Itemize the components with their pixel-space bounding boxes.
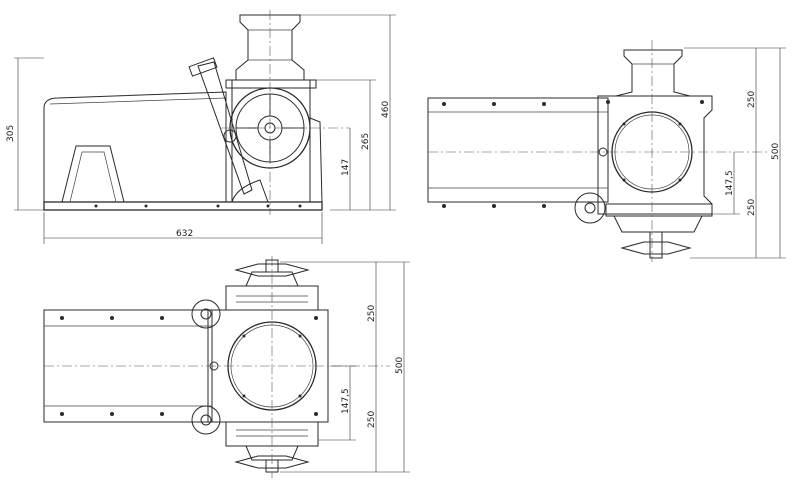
cross-handle-top bbox=[620, 241, 692, 255]
dim-width-632: 632 bbox=[176, 229, 193, 239]
dim-top-147-5: 147,5 bbox=[725, 170, 735, 196]
side-view: 632 305 460 265 147 bbox=[6, 10, 396, 244]
gypsy-lower bbox=[225, 421, 319, 447]
gearbox-top bbox=[597, 95, 713, 215]
top-view: 500 250 250 147,5 bbox=[427, 40, 786, 262]
dim-bottom-147-5: 147,5 bbox=[341, 388, 351, 414]
bottom-view: 500 250 250 147,5 bbox=[43, 256, 410, 478]
dim-height-460: 460 bbox=[381, 101, 391, 118]
cross-handle-lower bbox=[234, 455, 310, 469]
cross-handle-upper bbox=[234, 263, 310, 277]
dim-top-250-lower: 250 bbox=[747, 199, 757, 216]
handwheel-upper bbox=[191, 299, 221, 329]
dim-height-147: 147 bbox=[341, 159, 351, 176]
dim-height-265: 265 bbox=[361, 133, 371, 150]
dim-bottom-250-upper: 250 bbox=[367, 305, 377, 322]
dim-bottom-500: 500 bbox=[395, 357, 405, 374]
dim-bottom-250-lower: 250 bbox=[367, 411, 377, 428]
dim-height-305: 305 bbox=[6, 125, 16, 142]
motor-body-top bbox=[427, 97, 609, 203]
motor-housing bbox=[43, 91, 227, 202]
dim-top-500: 500 bbox=[771, 143, 781, 160]
dim-top-250-upper: 250 bbox=[747, 91, 757, 108]
gypsy-top bbox=[613, 215, 703, 233]
handwheel-top bbox=[574, 192, 606, 224]
brake-lever bbox=[197, 61, 253, 195]
handwheel-lower bbox=[191, 405, 221, 435]
capstan-top bbox=[615, 49, 691, 97]
support-frame bbox=[61, 145, 125, 203]
gypsy-upper bbox=[225, 285, 319, 311]
base-plate bbox=[43, 201, 323, 211]
